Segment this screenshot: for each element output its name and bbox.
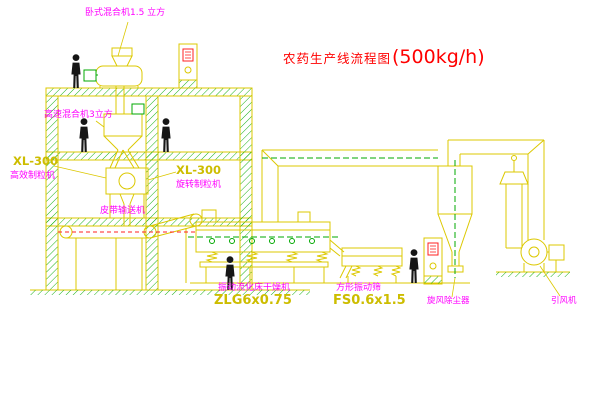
worker-floor2-left <box>79 118 89 152</box>
cyclone-outlet-duct <box>447 139 545 240</box>
belt-conveyor <box>58 213 203 290</box>
granulator-xl300 <box>105 167 149 226</box>
label-screen-model: FS0.6x1.5 <box>333 293 406 308</box>
label-top-mixer: 卧式混合机1.5 立方 <box>85 8 166 18</box>
vibrating-screen <box>339 247 403 283</box>
label-granulator-mid-model: XL-300 <box>176 163 221 177</box>
label-dryer-model: ZLG6x0.75 <box>214 293 292 308</box>
label-granulator-left-name: 高效制粒机 <box>10 171 56 181</box>
exhaust-stack <box>499 155 529 248</box>
control-cabinet-ground <box>423 237 443 285</box>
leader-lines <box>53 21 561 298</box>
induced-draft-fan <box>506 238 565 272</box>
label-screen-name: 方形振动筛 <box>336 283 382 293</box>
horizontal-mixer <box>83 47 143 114</box>
title-capacity: (500kg/h) <box>392 46 485 68</box>
title-text: 农药生产线流程图 <box>283 51 392 66</box>
dryer-exhaust-duct <box>261 149 438 222</box>
label-belt-conveyor: 皮带输送机 <box>100 206 146 216</box>
cyclone-separator <box>437 160 473 278</box>
worker-floor2-right <box>161 118 171 152</box>
label-fan: 引风机 <box>551 296 577 306</box>
label-cyclone: 旋风除尘器 <box>427 296 470 306</box>
diagram-title: 农药生产线流程图 (500kg/h) <box>283 46 485 68</box>
fluid-bed-dryer <box>188 209 345 283</box>
worker-screen <box>409 249 419 283</box>
label-granulator-left-model: XL-300 <box>13 154 58 168</box>
high-speed-mixer <box>103 103 145 169</box>
control-cabinet-roof <box>178 43 198 89</box>
label-dryer-name: 振动流化床干燥机 <box>218 283 291 293</box>
label-granulator-mid-name: 旋转制粒机 <box>176 180 222 190</box>
label-high-speed-mixer: 高速混合机3立方 <box>44 110 113 120</box>
building-structure <box>30 87 570 295</box>
worker-roof <box>71 54 81 88</box>
